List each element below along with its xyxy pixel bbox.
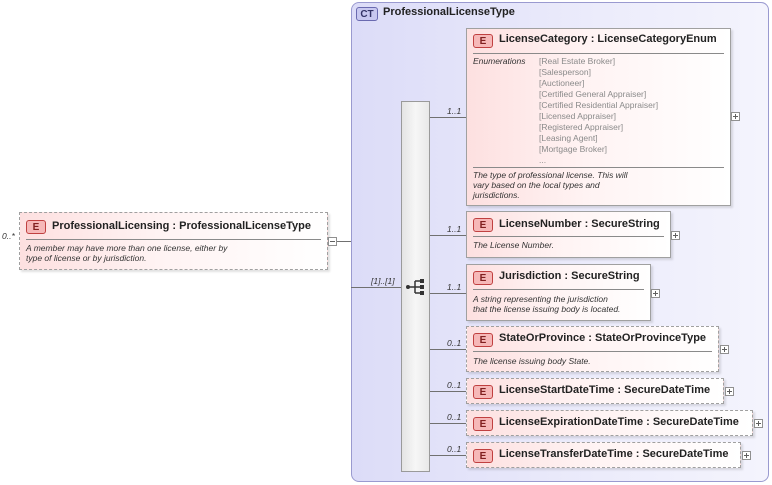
connector-line (430, 293, 466, 294)
element-state-or-province[interactable]: E StateOrProvince : StateOrProvinceType … (466, 326, 719, 372)
element-multiplicity: 0..1 (447, 338, 462, 348)
expand-icon[interactable] (754, 419, 763, 428)
connector-line (430, 455, 466, 456)
root-multiplicity: 0..* (2, 231, 15, 241)
element-multiplicity: 0..1 (447, 412, 462, 422)
enumeration-item: [Mortgage Broker] (539, 144, 608, 154)
element-name: StateOrProvince : StateOrProvinceType (499, 332, 707, 344)
element-name: LicenseExpirationDateTime : SecureDateTi… (499, 416, 739, 428)
element-license-transfer-date-time[interactable]: E LicenseTransferDateTime : SecureDateTi… (466, 442, 741, 468)
expand-icon[interactable] (720, 345, 729, 354)
enumeration-item: [Salesperson] (539, 67, 591, 77)
sequence-icon (406, 279, 424, 295)
element-name: LicenseNumber : SecureString (499, 218, 660, 230)
connector-line (430, 235, 466, 236)
separator (473, 351, 712, 352)
expand-icon[interactable] (725, 387, 734, 396)
element-multiplicity: 1..1 (447, 282, 462, 292)
connector-line (351, 287, 401, 288)
expand-icon[interactable] (671, 231, 680, 240)
separator (473, 236, 664, 237)
enumeration-item: [Auctioneer] (539, 78, 585, 88)
element-badge: E (473, 449, 493, 463)
element-multiplicity: 0..1 (447, 380, 462, 390)
element-badge: E (473, 385, 493, 399)
connector-line (430, 117, 466, 118)
element-name: LicenseCategory : LicenseCategoryEnum (499, 33, 717, 45)
separator (473, 289, 644, 290)
separator (473, 167, 724, 168)
enumeration-item: [Real Estate Broker] (539, 56, 616, 66)
root-element-professional-licensing[interactable]: E ProfessionalLicensing : ProfessionalLi… (19, 212, 328, 270)
element-multiplicity: 0..1 (447, 444, 462, 454)
element-name: Jurisdiction : SecureString (499, 270, 640, 282)
element-documentation: A string representing the jurisdiction t… (473, 294, 621, 314)
element-documentation: The License Number. (473, 240, 554, 250)
enumeration-item: [Certified General Appraiser] (539, 89, 647, 99)
enumeration-item: [Registered Appraiser] (539, 122, 624, 132)
enumeration-item: [Leasing Agent] (539, 133, 598, 143)
connector-line (430, 349, 466, 350)
element-badge: E (473, 218, 493, 232)
complex-type-badge: CT (356, 7, 378, 21)
element-license-expiration-date-time[interactable]: E LicenseExpirationDateTime : SecureDate… (466, 410, 753, 436)
collapse-icon[interactable] (328, 237, 337, 246)
connector-line (430, 391, 466, 392)
expand-icon[interactable] (651, 289, 660, 298)
enumeration-item: [Certified Residential Appraiser] (539, 100, 659, 110)
connector-line (337, 241, 351, 242)
element-documentation: A member may have more than one license,… (26, 243, 228, 263)
enumeration-item: [Licensed Appraiser] (539, 111, 617, 121)
element-license-number[interactable]: E LicenseNumber : SecureString The Licen… (466, 211, 671, 258)
element-documentation: The type of professional license. This w… (473, 170, 628, 200)
element-name: LicenseTransferDateTime : SecureDateTime (499, 448, 729, 460)
element-documentation: The license issuing body State. (473, 356, 591, 366)
element-multiplicity: 1..1 (447, 224, 462, 234)
element-badge: E (473, 417, 493, 431)
separator (473, 53, 724, 54)
element-badge: E (473, 271, 493, 285)
element-name: LicenseStartDateTime : SecureDateTime (499, 384, 711, 396)
enumerations-label: Enumerations (473, 56, 526, 66)
element-license-start-date-time[interactable]: E LicenseStartDateTime : SecureDateTime (466, 378, 724, 404)
expand-icon[interactable] (731, 112, 740, 121)
element-badge: E (473, 34, 493, 48)
complex-type-title: ProfessionalLicenseType (383, 6, 515, 18)
connector-line (430, 423, 466, 424)
sequence-multiplicity: [1]..[1] (371, 276, 395, 286)
element-license-category[interactable]: E LicenseCategory : LicenseCategoryEnum … (466, 28, 731, 206)
expand-icon[interactable] (742, 451, 751, 460)
enumeration-item: ... (539, 155, 547, 165)
element-multiplicity: 1..1 (447, 106, 462, 116)
element-badge: E (26, 220, 46, 234)
element-name: ProfessionalLicensing : ProfessionalLice… (52, 220, 311, 232)
element-badge: E (473, 333, 493, 347)
element-jurisdiction[interactable]: E Jurisdiction : SecureString A string r… (466, 264, 651, 321)
separator (26, 239, 321, 240)
